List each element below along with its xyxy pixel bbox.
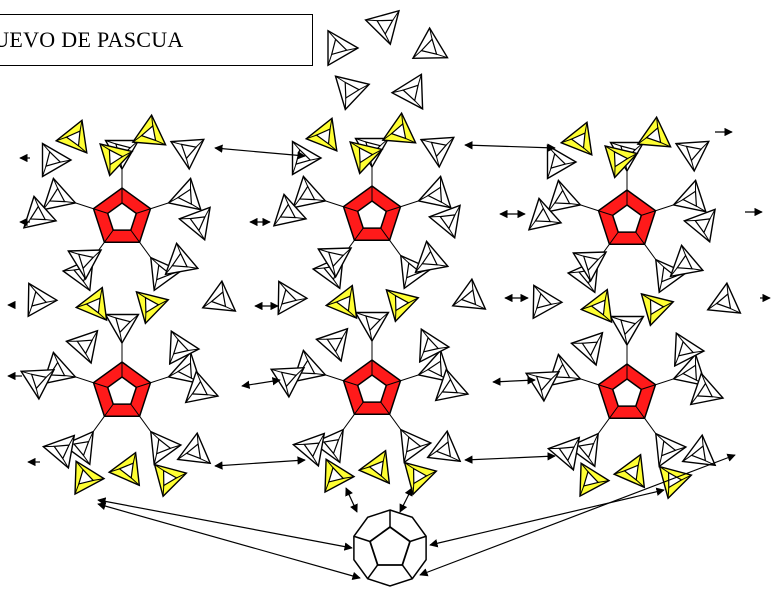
white-triangle-icon: [21, 370, 54, 399]
white-triangle-icon: [328, 31, 358, 66]
yellow-triangle-icon: [614, 455, 644, 488]
white-triangle-icon: [401, 430, 431, 463]
pentagon-ring-icon: [343, 360, 400, 414]
link-arrow: [465, 456, 555, 460]
white-triangle-icon: [66, 331, 97, 363]
pentagon-ring-icon: [598, 190, 655, 244]
yellow-triangle-icon: [641, 294, 673, 326]
link-arrow: [465, 145, 555, 148]
white-triangle-icon: [428, 431, 461, 461]
pentagon-ring-icon: [598, 364, 655, 418]
white-triangle-icon: [684, 209, 715, 242]
white-triangle-icon: [548, 146, 577, 179]
white-triangle-icon: [171, 139, 204, 169]
white-triangle-icon: [533, 285, 562, 318]
white-triangle-icon: [421, 137, 454, 167]
white-triangle-icon: [526, 372, 559, 401]
white-triangle-icon: [419, 176, 451, 207]
pentagon-ring-icon: [343, 186, 400, 240]
white-triangle-icon: [656, 434, 686, 467]
white-triangle-icon: [278, 281, 307, 314]
yellow-triangle-icon: [359, 451, 389, 484]
yellow-triangle-icon: [580, 463, 609, 496]
white-triangle-icon: [43, 144, 72, 177]
white-triangle-icon: [335, 76, 369, 109]
white-triangle-icon: [453, 279, 486, 309]
yellow-triangle-icon: [405, 463, 437, 495]
white-triangle-icon: [28, 283, 57, 316]
title-box: HUEVO DE PASCUA: [0, 14, 313, 66]
link-arrow: [346, 488, 357, 512]
pentagon-ring-icon: [93, 188, 150, 242]
yellow-triangle-icon: [386, 290, 418, 322]
yellow-triangle-icon: [306, 118, 337, 151]
white-triangle-icon: [178, 433, 211, 463]
white-triangle-icon: [392, 74, 423, 109]
yellow-triangle-icon: [638, 117, 671, 147]
white-triangle-icon: [415, 241, 447, 272]
white-triangle-icon: [708, 283, 741, 313]
yellow-triangle-icon: [76, 287, 106, 320]
white-triangle-icon: [366, 11, 399, 45]
white-triangle-icon: [676, 141, 709, 171]
yellow-triangle-icon: [155, 465, 187, 497]
white-triangle-icon: [271, 368, 304, 397]
white-triangle-icon: [674, 180, 706, 211]
yellow-triangle-icon: [109, 453, 139, 486]
white-triangle-icon: [316, 329, 347, 361]
white-triangle-icon: [169, 178, 201, 209]
white-triangle-icon: [670, 245, 702, 276]
white-triangle-icon: [165, 243, 197, 274]
white-triangle-icon: [356, 313, 389, 342]
yellow-triangle-icon: [133, 115, 166, 145]
dodecahedron-icon: [354, 510, 426, 586]
title-label: HUEVO DE PASCUA: [0, 27, 184, 53]
white-triangle-icon: [179, 207, 210, 240]
white-triangle-icon: [571, 333, 602, 365]
link-arrow: [430, 490, 664, 545]
yellow-triangle-icon: [75, 461, 104, 494]
link-arrow: [215, 460, 305, 466]
link-arrow: [98, 500, 352, 548]
white-triangle-icon: [429, 205, 460, 238]
yellow-triangle-icon: [561, 122, 592, 155]
yellow-triangle-icon: [325, 459, 354, 492]
link-arrow: [215, 148, 305, 156]
white-triangle-icon: [611, 317, 644, 346]
white-triangle-icon: [43, 436, 74, 468]
yellow-triangle-icon: [581, 289, 611, 322]
link-arrow: [98, 504, 360, 578]
white-triangle-icon: [293, 176, 325, 207]
link-arrow: [493, 380, 535, 382]
white-triangle-icon: [683, 435, 716, 465]
white-triangle-icon: [151, 432, 181, 465]
white-triangle-icon: [548, 438, 579, 470]
yellow-triangle-icon: [326, 285, 356, 318]
white-triangle-icon: [106, 315, 139, 344]
white-triangle-icon: [293, 142, 322, 175]
pentagon-ring-icon: [93, 362, 150, 416]
white-triangle-icon: [413, 28, 448, 58]
link-arrow: [400, 488, 412, 512]
link-arrow: [242, 380, 280, 386]
link-arrow: [420, 455, 735, 575]
white-triangle-icon: [203, 281, 236, 311]
yellow-triangle-icon: [56, 120, 87, 153]
white-triangle-icon: [548, 180, 580, 211]
white-triangle-icon: [43, 178, 75, 209]
yellow-triangle-icon: [136, 292, 168, 324]
yellow-triangle-icon: [383, 113, 416, 143]
